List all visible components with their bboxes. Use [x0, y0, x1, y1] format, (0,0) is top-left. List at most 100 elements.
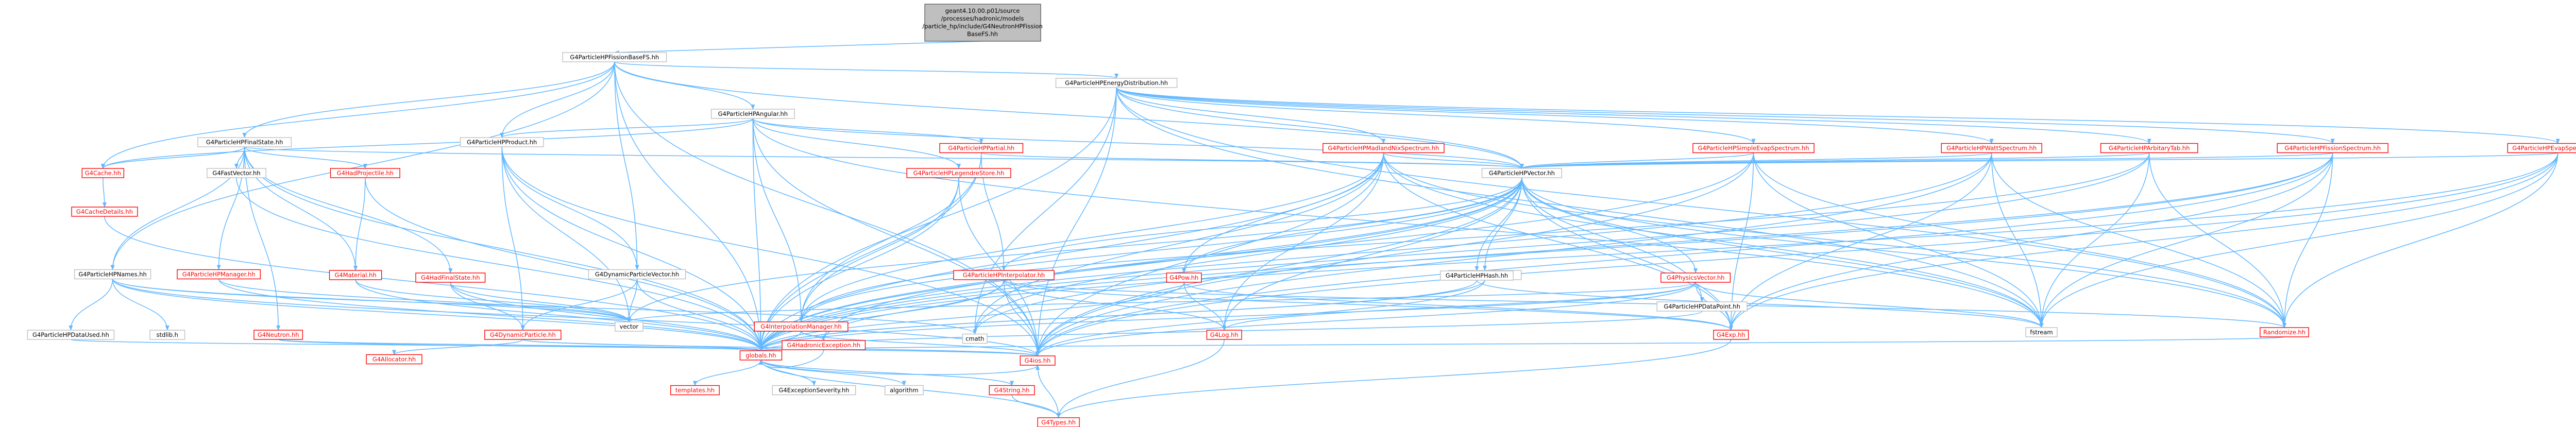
file-node-legendre[interactable]: G4ParticleHPLegendreStore.hh: [906, 168, 1011, 178]
include-edge-edist-fstream: [1116, 87, 2044, 328]
file-node-fissionspec[interactable]: G4ParticleHPFissionSpectrum.hh: [2277, 143, 2388, 153]
file-node-label: Randomize.hh: [2263, 329, 2306, 336]
file-node-hadronicexc[interactable]: G4HadronicException.hh: [782, 340, 866, 350]
include-edge-evapspec-globals: [759, 152, 2558, 351]
file-node-globals[interactable]: globals.hh: [739, 350, 783, 361]
file-node-box: [670, 385, 720, 396]
file-node-label: G4InterpolationManager.hh: [760, 323, 841, 330]
file-node-box: [884, 385, 924, 396]
file-node-hphash[interactable]: G4ParticleHPHash.hh: [1440, 270, 1514, 281]
file-node-base[interactable]: G4ParticleHPFissionBaseFS.hh: [562, 52, 667, 62]
include-edge-physvector-g4ios: [1036, 282, 1696, 356]
include-edge-simpleevap-g4exp: [1728, 152, 1754, 331]
include-edge-g4log-g4types: [1056, 339, 1225, 418]
include-edge-material-globals: [355, 279, 763, 351]
include-edge-finalstate-hadproj: [244, 146, 367, 169]
include-edge-base-edist: [614, 61, 1118, 79]
root-file-label-line2: /processes/hadronic/models: [941, 15, 1024, 22]
file-node-allocator[interactable]: G4Allocator.hh: [366, 354, 422, 365]
file-node-dynvec[interactable]: G4DynamicParticleVector.hh: [588, 269, 686, 280]
include-edge-finalstate-cache: [100, 146, 245, 169]
file-node-cmath[interactable]: cmath: [962, 333, 988, 344]
file-node-g4pow[interactable]: G4Pow.hh: [1166, 272, 1202, 283]
file-node-hpvector[interactable]: G4ParticleHPVector.hh: [1481, 168, 1562, 178]
file-node-g4ios[interactable]: G4ios.hh: [1020, 355, 1056, 366]
include-edge-evapspec-g4ios: [1036, 152, 2558, 356]
file-node-dataused[interactable]: G4ParticleHPDataUsed.hh: [27, 330, 115, 340]
include-edge-edist-randomize: [1116, 87, 2286, 328]
file-node-label: fstream: [2030, 329, 2053, 336]
include-edge-angular-product: [500, 118, 754, 138]
include-edge-arbitrary-hpvector: [1520, 152, 2150, 169]
include-edge-interpolator-globals: [759, 279, 1005, 351]
file-node-templates[interactable]: templates.hh: [670, 385, 720, 396]
file-node-label: G4FastVector.hh: [212, 169, 260, 177]
include-edge-madsen-fstream: [1383, 152, 2044, 328]
file-node-g4exp[interactable]: G4Exp.hh: [1713, 330, 1749, 340]
file-node-finalstate[interactable]: G4ParticleHPFinalState.hh: [197, 137, 292, 147]
file-node-box: [772, 385, 856, 396]
include-edge-watt-randomize: [1991, 152, 2286, 328]
file-node-box: [2260, 327, 2309, 337]
include-edge-base-hpvector: [614, 61, 1524, 169]
file-node-simpleevap[interactable]: G4ParticleHPSimpleEvapSpectrum.hh: [1692, 143, 1815, 153]
file-node-interpolator[interactable]: G4ParticleHPInterpolator.hh: [953, 270, 1055, 280]
root-file-label-line1: geant4.10.00.p01/source: [945, 7, 1020, 14]
include-edge-finalstate-hpmanager: [216, 146, 245, 270]
include-edge-watt-g4exp: [1728, 152, 1992, 331]
file-node-randomize[interactable]: Randomize.hh: [2260, 327, 2309, 337]
file-node-physvector[interactable]: G4PhysicsVector.hh: [1660, 272, 1731, 283]
file-node-box: [71, 207, 138, 217]
file-node-evapspec[interactable]: G4ParticleHPEvapSpectrum.hh: [2507, 143, 2576, 153]
file-node-hadproj[interactable]: G4HadProjectile.hh: [330, 168, 400, 178]
file-node-g4types[interactable]: G4Types.hh: [1037, 417, 1080, 427]
file-node-box: [197, 137, 292, 147]
file-node-g4string[interactable]: G4String.hh: [989, 385, 1035, 396]
file-node-label: G4ParticleHPFissionSpectrum.hh: [2284, 145, 2381, 152]
file-node-product[interactable]: G4ParticleHPProduct.hh: [460, 137, 544, 147]
include-edge-hpvector-hphash: [1475, 177, 1522, 271]
file-node-box: [1206, 330, 1242, 340]
file-node-material[interactable]: G4Material.hh: [329, 270, 382, 280]
file-node-partial[interactable]: G4ParticleHPPartial.hh: [939, 143, 1024, 153]
file-node-angular[interactable]: G4ParticleHPAngular.hh: [710, 109, 795, 119]
file-node-interpman[interactable]: G4InterpolationManager.hh: [754, 321, 849, 332]
include-edge-finalstate-globals: [244, 146, 763, 351]
include-edge-hpvector-g4log: [1222, 177, 1522, 331]
file-node-fastvector[interactable]: G4FastVector.hh: [207, 168, 266, 178]
include-edge-g4pow-g4log: [1183, 282, 1227, 331]
file-node-edist[interactable]: G4ParticleHPEnergyDistribution.hh: [1055, 78, 1178, 88]
root-file-node[interactable]: geant4.10.00.p01/source /processes/hadro…: [922, 4, 1043, 42]
file-node-label: G4CacheDetails.hh: [76, 208, 133, 215]
file-node-names[interactable]: G4ParticleHPNames.hh: [74, 269, 151, 280]
file-node-cachedetails[interactable]: G4CacheDetails.hh: [71, 207, 138, 217]
file-node-vector[interactable]: vector: [615, 321, 643, 332]
file-node-neutron[interactable]: G4Neutron.hh: [253, 330, 303, 340]
file-node-excseverity[interactable]: G4ExceptionSeverity.hh: [772, 385, 856, 396]
include-edge-names-dataused: [69, 279, 113, 331]
file-node-watt[interactable]: G4ParticleHPWattSpectrum.hh: [1941, 143, 2042, 153]
file-node-hadfinal[interactable]: G4HadFinalState.hh: [415, 272, 486, 283]
file-node-dynpart[interactable]: G4DynamicParticle.hh: [484, 330, 562, 340]
file-node-arbitrary[interactable]: G4ParticleHPArbitaryTab.hh: [2100, 143, 2198, 153]
include-edge-globals-g4string: [760, 360, 1014, 386]
include-edge-edist-simpleevap: [1116, 87, 1756, 144]
file-node-cache[interactable]: G4Cache.hh: [81, 168, 125, 178]
file-node-box: [2025, 327, 2058, 337]
file-node-box: [329, 270, 382, 280]
file-node-hpmanager[interactable]: G4ParticleHPManager.hh: [177, 269, 261, 280]
file-node-box: [1481, 168, 1562, 178]
file-node-algorithm[interactable]: algorithm: [884, 385, 924, 396]
include-edge-g4pow-globals: [759, 282, 1184, 351]
file-node-stdlib[interactable]: stdlib.h: [149, 330, 185, 340]
file-node-datapoint[interactable]: G4ParticleHPDataPoint.hh: [1656, 301, 1748, 312]
file-node-fstream[interactable]: fstream: [2025, 327, 2058, 337]
file-node-madsen[interactable]: G4ParticleHPMadlandNixSpectrum.hh: [1323, 143, 1445, 153]
file-node-g4log[interactable]: G4Log.hh: [1206, 330, 1242, 340]
file-node-label: G4DynamicParticleVector.hh: [595, 271, 679, 278]
include-edge-fissionspec-g4exp: [1728, 152, 2333, 331]
include-edge-fissionspec-cmath: [973, 152, 2333, 335]
include-edge-angular-cache: [101, 118, 754, 169]
file-node-label: G4ParticleHPInterpolator.hh: [963, 271, 1045, 279]
include-edge-fastvector-globals: [236, 177, 763, 351]
